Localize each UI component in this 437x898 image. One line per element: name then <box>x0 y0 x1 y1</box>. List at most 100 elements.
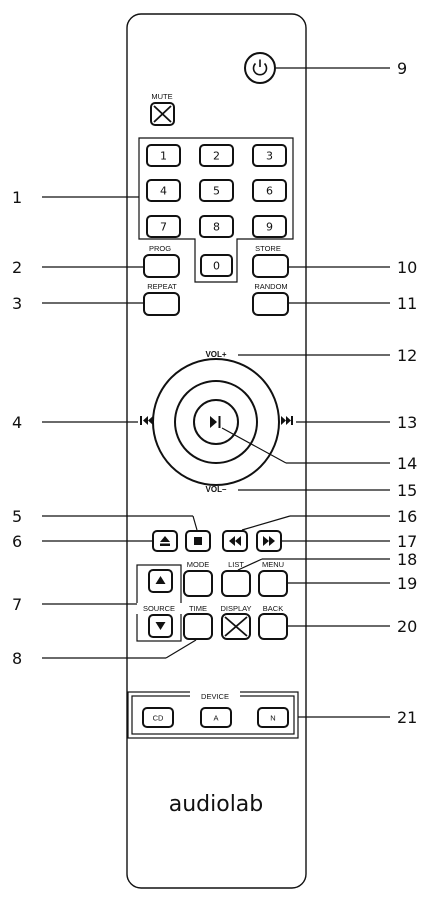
source-down-button[interactable] <box>148 614 173 638</box>
list-button[interactable] <box>221 570 251 597</box>
source-label-bg <box>136 603 182 614</box>
keypad-digit: 3 <box>266 150 273 163</box>
callout-6: 6 <box>12 532 22 551</box>
callout-17: 17 <box>397 532 417 551</box>
callout-21: 21 <box>397 708 417 727</box>
skip-previous-icon[interactable] <box>140 416 153 425</box>
callout-2: 2 <box>12 258 22 277</box>
keypad-digit: 0 <box>213 260 220 273</box>
callout-5: 5 <box>12 507 22 526</box>
callout-16: 16 <box>397 507 417 526</box>
repeat-button[interactable] <box>143 292 180 316</box>
keypad-button-4[interactable]: 4 <box>146 179 181 202</box>
device-button-label: CD <box>153 714 164 723</box>
callout-1: 1 <box>12 188 22 207</box>
eject-button[interactable] <box>152 530 178 552</box>
stop-button[interactable] <box>185 530 211 552</box>
device-label-bg <box>190 691 240 701</box>
mute-x-icon <box>153 105 172 123</box>
keypad-button-3[interactable]: 3 <box>252 144 287 167</box>
keypad-button-8[interactable]: 8 <box>199 215 234 238</box>
device-n-button[interactable]: N <box>257 707 289 728</box>
keypad-button-2[interactable]: 2 <box>199 144 234 167</box>
callout-11: 11 <box>397 294 417 313</box>
eject-icon <box>160 536 170 546</box>
device-button-label: A <box>213 714 218 723</box>
store-button[interactable] <box>252 254 289 278</box>
arrow-up-icon <box>155 576 166 584</box>
callout-15: 15 <box>397 481 417 500</box>
keypad-digit: 1 <box>160 150 167 163</box>
stop-icon <box>194 537 202 545</box>
mode-button[interactable] <box>183 570 213 597</box>
list-label: LIST <box>228 560 244 569</box>
vol-plus-label: VOL+ <box>205 350 226 359</box>
volume-wheel-ring <box>174 380 258 464</box>
keypad-digit: 2 <box>213 150 220 163</box>
play-pause-icon <box>210 416 221 428</box>
display-x-icon <box>224 616 248 637</box>
callout-20: 20 <box>397 617 417 636</box>
skip-next-icon[interactable] <box>281 416 293 425</box>
keypad-digit: 8 <box>213 221 220 234</box>
callout-9: 9 <box>397 59 407 78</box>
arrow-down-icon <box>155 622 166 630</box>
keypad-digit: 4 <box>160 185 167 198</box>
callout-10: 10 <box>397 258 417 277</box>
callout-7: 7 <box>12 595 22 614</box>
device-cd-button[interactable]: CD <box>142 707 174 728</box>
keypad-button-7[interactable]: 7 <box>146 215 181 238</box>
callout-12: 12 <box>397 346 417 365</box>
prog-label: PROG <box>149 244 171 253</box>
prog-button[interactable] <box>143 254 180 278</box>
power-button[interactable] <box>244 52 276 84</box>
keypad-digit: 9 <box>266 221 273 234</box>
keypad-button-1[interactable]: 1 <box>146 144 181 167</box>
callout-18: 18 <box>397 550 417 569</box>
menu-label: MENU <box>262 560 284 569</box>
mode-label: MODE <box>187 560 210 569</box>
vol-minus-label: VOL– <box>206 485 227 494</box>
power-icon <box>252 59 268 76</box>
keypad-button-9[interactable]: 9 <box>252 215 287 238</box>
random-button[interactable] <box>252 292 289 316</box>
store-label: STORE <box>255 244 281 253</box>
callout-13: 13 <box>397 413 417 432</box>
fast-forward-icon <box>263 536 275 546</box>
source-label: SOURCE <box>143 604 175 613</box>
mute-label: MUTE <box>151 92 172 101</box>
callout-14: 14 <box>397 454 417 473</box>
back-button[interactable] <box>258 613 288 640</box>
rewind-icon <box>229 536 241 546</box>
mute-button[interactable] <box>150 102 175 126</box>
rewind-button[interactable] <box>222 530 248 552</box>
play-pause-button[interactable] <box>193 399 239 445</box>
device-label: DEVICE <box>201 692 229 701</box>
device-button-label: N <box>270 714 275 723</box>
callout-3: 3 <box>12 294 22 313</box>
callout-8: 8 <box>12 649 22 668</box>
callout-lines <box>42 67 390 718</box>
callout-4: 4 <box>12 413 22 432</box>
keypad-digit: 7 <box>160 221 167 234</box>
display-button[interactable] <box>221 613 251 640</box>
keypad-button-0[interactable]: 0 <box>200 254 233 277</box>
display-label: DISPLAY <box>220 604 251 613</box>
brand-logo: audiolab <box>169 792 264 817</box>
time-button[interactable] <box>183 613 213 640</box>
keypad-digit: 6 <box>266 185 273 198</box>
keypad-outline <box>138 137 294 283</box>
random-label: RANDOM <box>254 282 287 291</box>
keypad-button-5[interactable]: 5 <box>199 179 234 202</box>
keypad-digit: 5 <box>213 185 220 198</box>
keypad-button-6[interactable]: 6 <box>252 179 287 202</box>
device-a-button[interactable]: A <box>200 707 232 728</box>
repeat-label: REPEAT <box>147 282 177 291</box>
menu-button[interactable] <box>258 570 288 597</box>
fast-forward-button[interactable] <box>256 530 282 552</box>
callout-19: 19 <box>397 574 417 593</box>
back-label: BACK <box>263 604 283 613</box>
source-up-button[interactable] <box>148 569 173 593</box>
time-label: TIME <box>189 604 207 613</box>
